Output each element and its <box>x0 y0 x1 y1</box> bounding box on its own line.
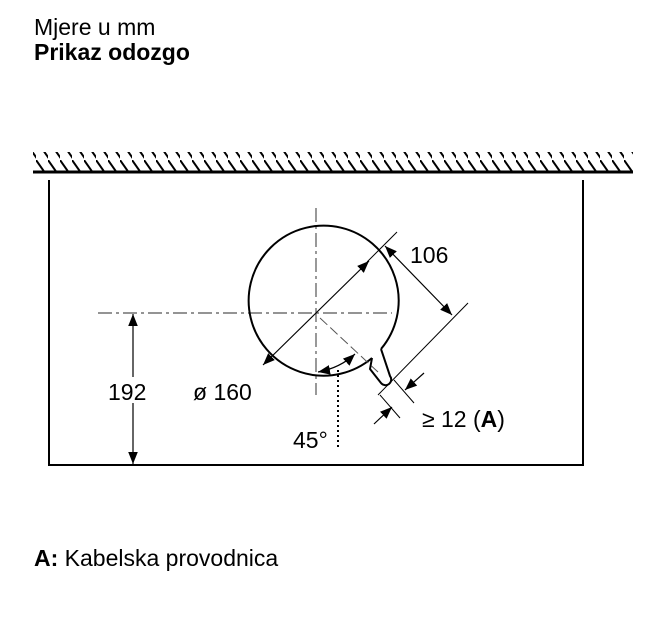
angle-arc <box>317 353 356 375</box>
diameter-label: ø 160 <box>193 379 252 405</box>
legend-text: Kabelska provodnica <box>64 545 279 571</box>
offset-dimension <box>384 245 453 316</box>
height-label: 192 <box>108 379 146 405</box>
wall-hatching <box>33 152 633 174</box>
cutout-circle <box>247 224 400 377</box>
legend-key: A: <box>34 545 59 571</box>
units-note: Mjere u mm <box>34 14 156 40</box>
view-title: Prikaz odozgo <box>34 39 190 65</box>
offset-label: 106 <box>410 242 448 268</box>
angle-label: 45° <box>293 427 328 453</box>
cabinet-outline <box>48 180 584 466</box>
legend: A: Kabelska provodnica <box>34 545 278 572</box>
diameter-dimension <box>262 260 370 366</box>
clearance-label: ≥ 12 (A) <box>422 406 505 432</box>
clearance-arrow-1 <box>404 372 425 391</box>
slot-axis <box>319 317 379 373</box>
clearance-arrow-2 <box>373 406 393 425</box>
